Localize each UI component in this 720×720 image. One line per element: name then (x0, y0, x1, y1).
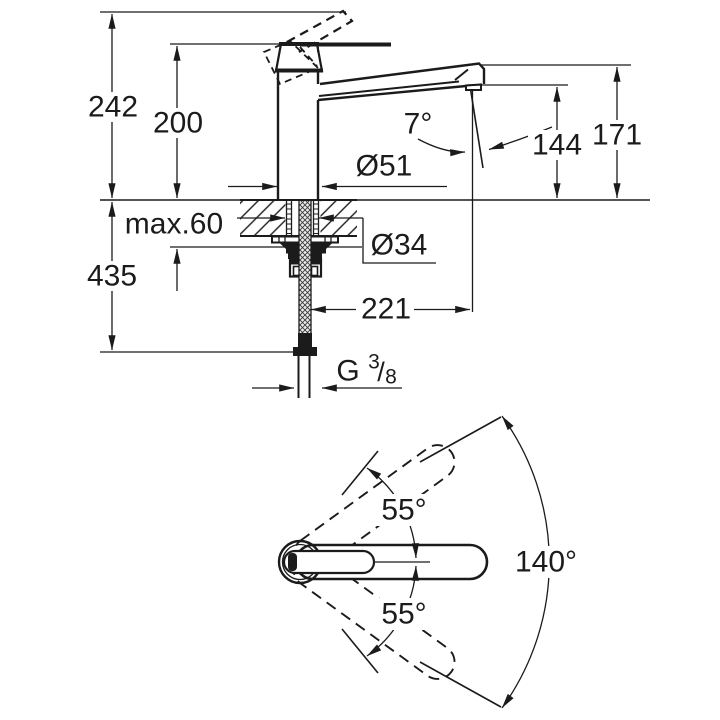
spout-bottom-edge (317, 84, 467, 102)
dim-outlet-height-label: 144 (532, 129, 582, 162)
threaded-shank (285, 200, 320, 236)
spout (317, 62, 486, 102)
thread-size-label: G 3 / 8 (336, 351, 397, 389)
spout-end-notch (454, 68, 469, 81)
dim-max-deck-label: max.60 (125, 208, 223, 241)
spout-inner-line (318, 80, 460, 97)
hose-crimp (298, 333, 312, 347)
dim-7deg-left-leader (417, 138, 466, 157)
swivel-boundary-lower-outer (419, 661, 502, 708)
dim-reach-label: 221 (361, 293, 411, 326)
dim-swivel-upper-label: 55° (381, 494, 426, 527)
lever-raised-dashed (286, 9, 354, 53)
hose-nut (293, 347, 317, 356)
label-bg (588, 120, 646, 150)
dim-shank-diameter-label: Ø34 (371, 229, 428, 262)
cartridge-cap (274, 42, 324, 73)
thread-letter: G (336, 355, 359, 388)
swivel-boundary-upper-outer (419, 416, 502, 463)
stream-angle-line (469, 88, 484, 169)
side-view: 242 200 max.60 435 Ø51 Ø34 221 7° 144 17… (83, 9, 650, 398)
label-bg (374, 598, 434, 630)
label-backgrounds (83, 92, 646, 291)
dim-spout-top-height-label: 171 (592, 119, 642, 152)
spout-top-outline (319, 62, 486, 86)
cap-raised-dashed (262, 39, 320, 86)
dim-7deg-right-leader (488, 126, 553, 151)
label-bg (149, 108, 207, 138)
cap-raised-inner-dash (299, 46, 318, 67)
dim-total-height-label: 242 (88, 91, 138, 124)
swivel-boundary-upper-inner (341, 450, 379, 496)
dim-hose-drop-label: 435 (87, 260, 137, 293)
label-bg (507, 546, 586, 578)
lever-top-view (282, 549, 376, 575)
dim-d34-leader (362, 218, 436, 264)
hose-braid (299, 201, 311, 333)
thread-numerator: 3 (368, 351, 380, 374)
faucet-body (262, 9, 391, 200)
lever-pin (288, 553, 297, 571)
dim-lever-height-label: 200 (153, 107, 203, 140)
dim-swivel-total-label: 140° (515, 546, 577, 579)
swivel-boundary-lower-inner (341, 628, 379, 674)
thread-ticks (286, 203, 319, 235)
dimension-lines (108, 13, 621, 392)
thread-slash: / (377, 357, 385, 387)
dim-spout-angle-label: 7° (404, 108, 433, 141)
thread-denominator: 8 (385, 366, 397, 389)
plan-label-backgrounds (374, 494, 586, 630)
dim-body-diameter-label: Ø51 (356, 150, 413, 183)
label-bg (528, 130, 586, 160)
stub-window (310, 265, 319, 277)
label-bg (84, 92, 142, 122)
label-bg (374, 494, 434, 526)
dim-swivel-lower-label: 55° (381, 598, 426, 631)
plan-view: 55° 55° 140° (277, 415, 586, 709)
label-bg (83, 261, 141, 291)
